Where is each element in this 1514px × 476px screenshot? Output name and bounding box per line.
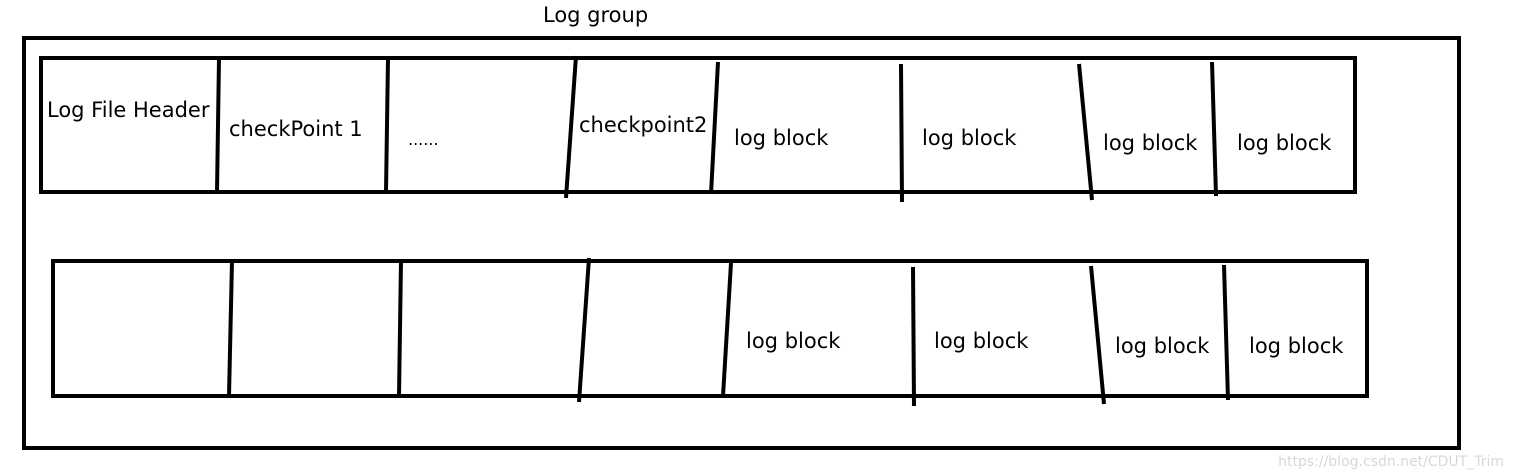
row1-cell-ellipsis: ......: [408, 130, 439, 149]
row1-cell-log-block-4: log block: [1237, 131, 1332, 155]
row1-divider-3: [564, 55, 578, 199]
row1-cell-checkpoint-1: checkPoint 1: [229, 117, 363, 141]
row2-divider-7: [1222, 264, 1230, 401]
row1-divider-4: [709, 61, 720, 195]
row1-divider-2: [384, 57, 390, 193]
row2-divider-6: [1089, 265, 1106, 405]
row2-divider-4: [721, 262, 733, 397]
log-group-title: Log group: [543, 3, 649, 27]
row1-cell-log-block-1: log block: [734, 126, 829, 150]
row2-divider-5: [911, 266, 916, 407]
log-group-outer-box: [22, 36, 1461, 450]
row1-divider-6: [1077, 63, 1094, 201]
watermark-text: https://blog.csdn.net/CDUT_Trim: [1278, 454, 1504, 470]
row2-divider-3: [577, 257, 591, 403]
row2-divider-1: [227, 260, 234, 397]
row1-cell-log-block-2: log block: [922, 126, 1017, 150]
row2-divider-2: [397, 260, 403, 397]
row1-cell-log-block-3: log block: [1103, 131, 1198, 155]
row1-cell-log-file-header: Log File Header: [47, 98, 210, 122]
row2-cell-log-block-1: log block: [746, 329, 841, 353]
row1-divider-1: [215, 57, 221, 193]
row1-divider-7: [1210, 61, 1218, 197]
log-file-row-1-box: [39, 56, 1357, 194]
row1-cell-checkpoint-2: checkpoint2: [579, 113, 708, 137]
row1-divider-5: [899, 63, 904, 203]
row2-cell-log-block-4: log block: [1249, 334, 1344, 358]
row2-cell-log-block-2: log block: [934, 329, 1029, 353]
log-file-row-2-box: [51, 259, 1369, 398]
row2-cell-log-block-3: log block: [1115, 334, 1210, 358]
